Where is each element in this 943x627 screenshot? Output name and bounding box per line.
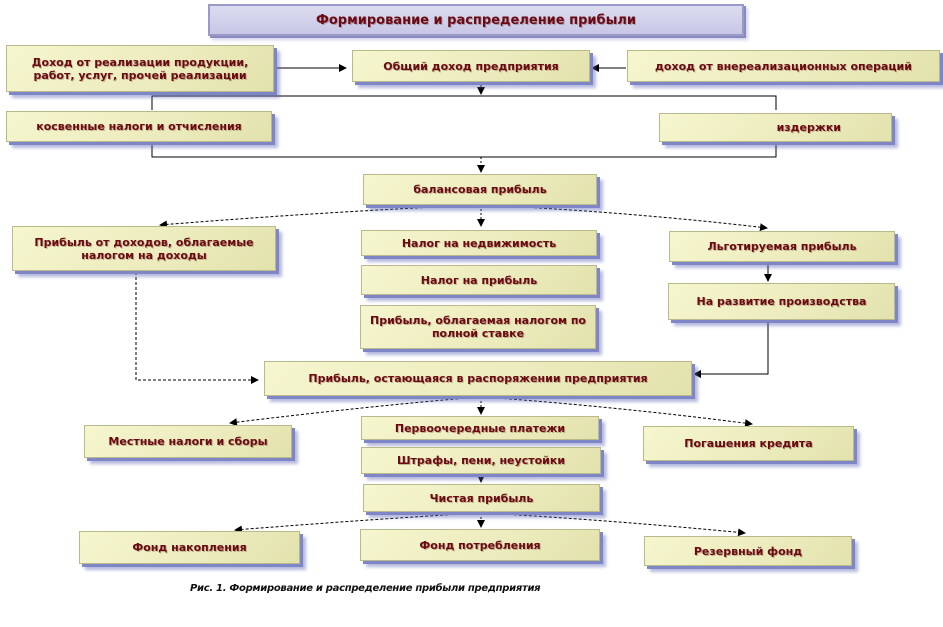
- node-balance-profit: балансовая прибыль: [363, 174, 597, 205]
- node-profit-full-rate: Прибыль, облагаемая налогом по полной ст…: [360, 305, 596, 349]
- node-remaining-profit: Прибыль, остающаяся в распоряжении предп…: [264, 361, 692, 396]
- arrow-dev-to-remaining: [693, 320, 769, 378]
- arrow-balance-left: [159, 204, 479, 229]
- node-local-taxes: Местные налоги и сборы: [84, 425, 292, 458]
- node-accumulation-fund: Фонд накопления: [79, 531, 300, 564]
- figure-caption: Рис. 1. Формирование и распределение при…: [190, 583, 541, 594]
- node-production-development: На развитие производства: [668, 283, 895, 320]
- node-fines: Штрафы, пени, неустойки: [361, 447, 601, 474]
- node-priority-payments: Первоочередные платежи: [361, 416, 599, 440]
- node-total-income: Общий доход предприятия: [352, 50, 590, 82]
- node-property-tax: Налог на недвижимость: [361, 230, 597, 256]
- node-revenue-sales: Доход от реализации продукции, работ, ус…: [6, 45, 274, 92]
- arrow-remaining-right: [483, 396, 753, 428]
- bracket-top: [151, 95, 777, 110]
- arrow-left-to-remaining: [135, 272, 259, 384]
- node-preferential-profit: Льготируемая прибыль: [669, 231, 895, 262]
- node-loan-repayment: Погашения кредита: [643, 426, 854, 461]
- node-non-sales-income: доход от внереализационных операций: [627, 50, 940, 82]
- node-net-profit: Чистая прибыль: [363, 484, 600, 512]
- arrow-balance-right: [483, 204, 768, 232]
- node-profit-income-taxed: Прибыль от доходов, облагаемые налогом н…: [12, 226, 276, 271]
- node-indirect-taxes: косвенные налоги и отчисления: [6, 111, 272, 142]
- node-reserve-fund: Резервный фонд: [644, 536, 852, 566]
- arrow-net-right: [483, 512, 746, 537]
- diagram-title: Формирование и распределение прибыли: [208, 4, 744, 36]
- arrow-remaining-left: [229, 396, 479, 427]
- node-profit-tax: Налог на прибыль: [361, 265, 597, 295]
- node-costs: издержки: [659, 113, 892, 142]
- bracket-bottom: [151, 142, 777, 158]
- node-consumption-fund: Фонд потребления: [360, 529, 600, 561]
- arrow-net-left: [234, 512, 479, 534]
